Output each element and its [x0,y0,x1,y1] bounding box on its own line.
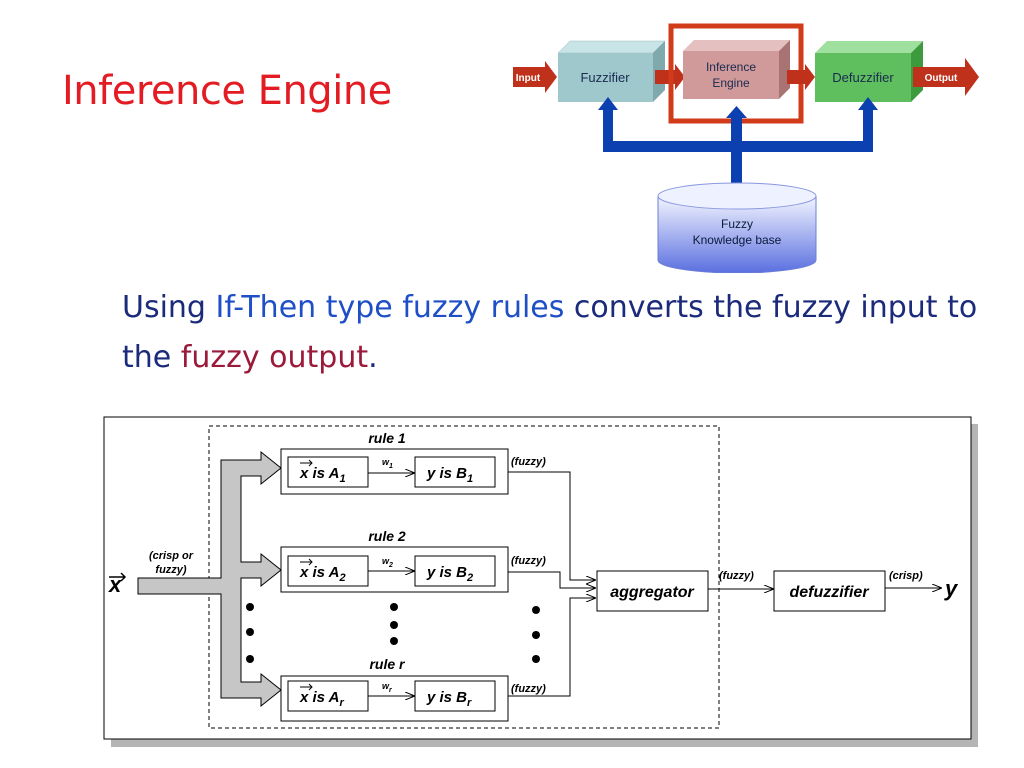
defuzzifier-label: defuzzifier [789,584,869,601]
antecedent-text: x is A [299,465,339,482]
rule-block: rule r x is Ar wr y is Br (fuzzy) [280,656,546,722]
rule-block: rule 1 x is A1 w1 y is B1 (fuzzy) [280,430,546,495]
inference-label-line1: Inference [706,60,756,74]
ellipsis-dots [246,603,540,663]
svg-text:y is B1: y is B1 [426,465,473,485]
input-distribution-arrow [137,450,282,708]
highlight-fuzzy-rules: If-Then type fuzzy rules [215,290,565,325]
fuzzy-note: (fuzzy) [511,456,546,468]
consequent-box [414,555,496,587]
consequent-box [414,456,496,488]
svg-text:y is B2: y is B2 [426,564,473,584]
consequent-subscript: 2 [466,572,473,584]
consequent-text: y is B [426,465,467,482]
svg-text:y is Br: y is Br [426,689,472,709]
output-y-symbol: y [944,576,959,601]
antecedent-subscript: 1 [339,473,345,485]
text-part: . [368,340,378,375]
antecedent-text: x is A [299,564,339,581]
consequent-text: y is B [426,564,467,581]
rule-title: rule 2 [368,528,406,544]
explanation-text: Using If-Then type fuzzy rules converts … [122,283,982,383]
defuzzifier-label: Defuzzifier [832,70,894,85]
kb-label-line2: Knowledge base [693,233,782,247]
rule-title: rule r [369,656,406,672]
text-part: Using [122,290,216,325]
weight-label: w1 [382,457,393,470]
text-part: converts the fuzzy input to the [122,290,978,375]
inference-label-line2: Engine [712,76,750,90]
fuzzifier-block: Fuzzifier [557,40,666,102]
fuzzifier-label: Fuzzifier [580,70,630,85]
antecedent-subscript: 2 [338,572,345,584]
input-arrow: Input [513,61,557,93]
input-label: Input [516,73,541,84]
consequent-box [414,680,496,712]
antecedent-box [287,680,369,712]
svg-text:x is Ar: x is Ar [299,689,344,709]
knowledge-base-cylinder: Fuzzy Knowledge base [657,182,817,273]
antecedent-text: x is A [299,689,339,706]
inference-engine-block: Inference Engine [683,40,790,99]
consequent-subscript: 1 [467,473,473,485]
rule-base-diagram: x (crisp or fuzzy) rule 1 x is A1 w1 y i… [103,416,978,747]
defuzzifier-block: Defuzzifier [815,41,923,102]
rule-group-dashed-box [208,425,720,729]
knowledge-base-arrows [598,97,878,200]
input-x-symbol: x [108,572,122,597]
rule-block: rule 2 x is A2 w2 y is B2 (fuzzy) [280,528,546,593]
crisp-note: (crisp) [889,570,923,582]
input-x-vector-arrow [109,572,127,582]
antecedent-box [287,456,369,488]
aggregator-output-note: (fuzzy) [719,570,754,582]
svg-text:x is A1: x is A1 [299,465,346,485]
weight-label: wr [382,681,393,694]
svg-text:x is A2: x is A2 [299,564,346,584]
kb-label-line1: Fuzzy [721,217,753,231]
consequent-text: y is B [426,689,467,706]
aggregator-box [596,570,709,612]
aggregator-label: aggregator [610,584,694,601]
fuzzy-system-pipeline: Input Fuzzifier Inference Engine Defuzzi… [513,23,979,273]
output-arrow: Output [913,58,979,96]
weight-label: w2 [382,556,393,569]
fuzzy-note: (fuzzy) [511,683,546,695]
connector-arrow [787,64,815,90]
highlight-fuzzy-output: fuzzy output [180,340,369,375]
fuzzy-note: (fuzzy) [511,555,546,567]
antecedent-box [287,555,369,587]
input-note-line2: fuzzy) [155,564,187,576]
rule-output-connectors [508,471,595,697]
output-label: Output [925,73,958,84]
antecedent-subscript: r [339,697,344,709]
slide-title: Inference Engine [62,68,392,114]
rule-title: rule 1 [368,430,406,446]
input-note-line1: (crisp or [149,550,194,562]
defuzzifier-box [773,570,886,612]
consequent-subscript: r [467,697,472,709]
